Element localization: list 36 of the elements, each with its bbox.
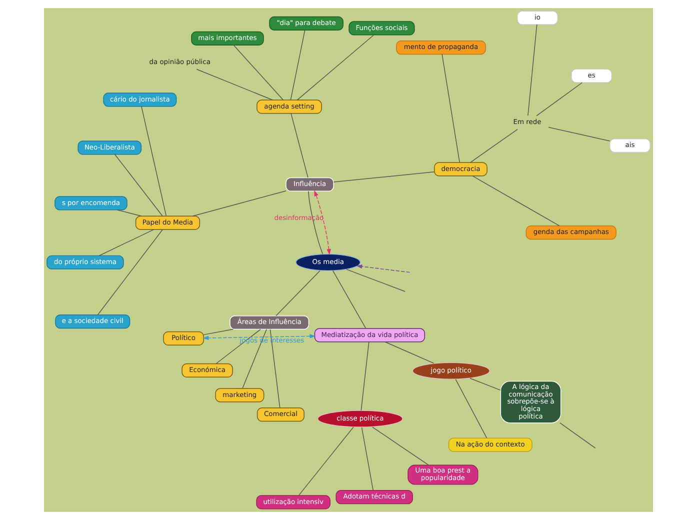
connector (536, 82, 582, 116)
connector (360, 342, 369, 411)
connector (192, 190, 286, 216)
connector (242, 328, 266, 389)
connector (275, 270, 320, 316)
connector (296, 34, 374, 100)
connector (346, 268, 405, 292)
connector (196, 68, 273, 100)
connector (298, 426, 354, 496)
connector (308, 190, 323, 254)
connector (472, 176, 560, 226)
connector (332, 172, 434, 182)
connector (98, 229, 154, 256)
connector (372, 426, 428, 466)
connector (202, 328, 234, 336)
connector (290, 113, 308, 178)
connector (384, 342, 434, 364)
connector (548, 126, 610, 142)
connector (360, 427, 373, 491)
connector (469, 128, 518, 163)
arrow (314, 190, 330, 255)
connector (114, 154, 162, 216)
connector (469, 378, 500, 391)
connector (290, 30, 305, 100)
connector (232, 44, 283, 100)
connector (96, 229, 162, 316)
connector (559, 422, 596, 449)
connector (332, 270, 366, 329)
connector (215, 329, 260, 364)
connector (269, 329, 280, 408)
connector (441, 54, 460, 163)
connector (454, 378, 487, 438)
connector (527, 24, 537, 116)
connector (116, 209, 142, 216)
arrow (356, 264, 410, 273)
connector (140, 106, 166, 216)
